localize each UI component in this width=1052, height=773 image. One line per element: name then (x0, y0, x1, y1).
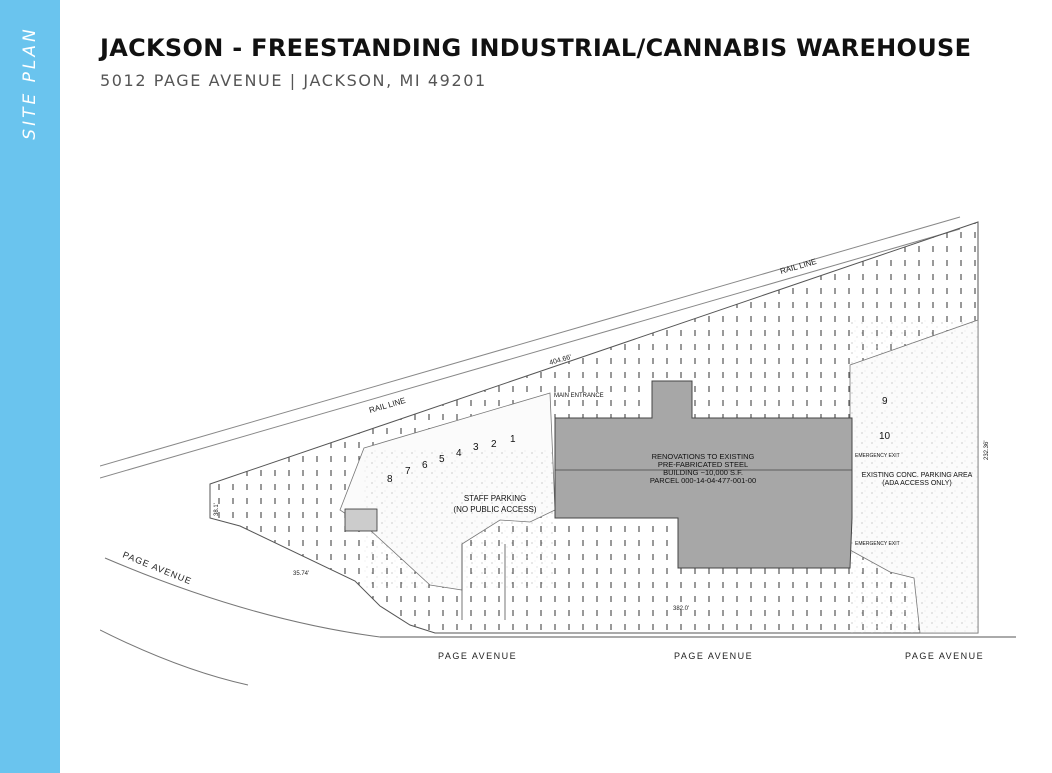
emergency-exit-top: EMERGENCY EXIT (855, 453, 900, 459)
sidebar-label: SITE PLAN (20, 26, 40, 140)
page-avenue-label-1: PAGE AVENUE (121, 550, 193, 587)
left-dimension: 38.1' (214, 503, 220, 516)
parking-gravel (364, 448, 554, 588)
building: RENOVATIONS TO EXISTING PRE-FABRICATED S… (554, 380, 853, 569)
stall-number: 6 (422, 460, 428, 471)
stall-number: 5 (439, 454, 445, 465)
page-avenue-curve-2 (100, 629, 249, 686)
stall-number: 7 (405, 466, 411, 477)
rail-line-label-right: RAIL LINE (779, 257, 818, 276)
stall-number: 2 (491, 439, 497, 450)
page-title: JACKSON - FREESTANDING INDUSTRIAL/CANNAB… (100, 34, 972, 62)
stall-number: 8 (387, 474, 393, 485)
page-avenue-label-4: PAGE AVENUE (905, 651, 984, 661)
diagonal-dimension: 35.74' (293, 571, 309, 577)
right-dimension: 232.36' (984, 441, 990, 461)
main-entrance-label: MAIN ENTRANCE (554, 393, 604, 399)
stall-number: 3 (473, 442, 479, 453)
stall-number: 4 (456, 448, 462, 459)
address-subtitle: 5012 PAGE AVENUE | JACKSON, MI 49201 (100, 71, 487, 90)
staff-parking-2: (NO PUBLIC ACCESS) (453, 505, 536, 514)
page-avenue-curve (104, 557, 381, 638)
site-plan-drawing: RENOVATIONS TO EXISTING PRE-FABRICATED S… (100, 216, 1016, 686)
stall-number: 1 (510, 434, 516, 445)
stall-number: 10 (879, 431, 891, 442)
existing-parking-2: (ADA ACCESS ONLY) (882, 480, 952, 487)
dumpster-pad (344, 508, 378, 532)
emergency-exit-bottom: EMERGENCY EXIT (855, 541, 900, 547)
stall-number: 9 (882, 396, 888, 407)
existing-parking-1: EXISTING CONC. PARKING AREA (862, 472, 973, 479)
building-note-2: PRE-FABRICATED STEEL (658, 460, 748, 469)
rail-line-1 (100, 216, 961, 467)
staff-parking-1: STAFF PARKING (464, 494, 526, 503)
page-avenue-label-3: PAGE AVENUE (674, 651, 753, 661)
rail-line-2 (100, 228, 961, 479)
building-note-4: PARCEL 000-14-04-477-001-00 (650, 476, 756, 485)
bottom-dimension: 382.0' (673, 606, 689, 612)
existing-parking-gravel (850, 320, 978, 633)
page-avenue-label-2: PAGE AVENUE (438, 651, 517, 661)
driveway (461, 544, 506, 620)
building-note-3: BUILDING ~10,000 S.F. (663, 468, 743, 477)
sidebar-label-box: SITE PLAN (13, 18, 47, 148)
sidebar: SITE PLAN (0, 0, 60, 773)
building-note-1: RENOVATIONS TO EXISTING (652, 452, 755, 461)
